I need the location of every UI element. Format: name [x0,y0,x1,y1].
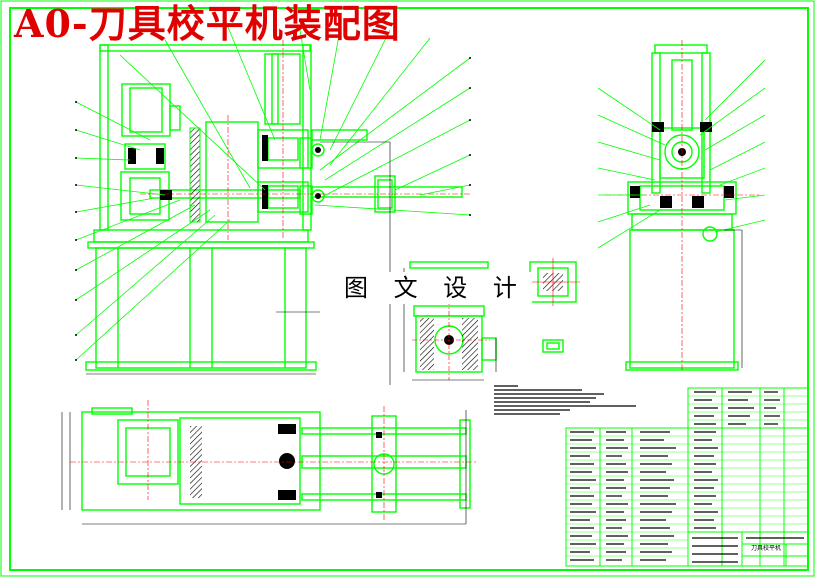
technical-notes [494,385,636,415]
title-block-name: 刀具校平机 [750,545,781,552]
watermark-text: 图 文 设 计 [338,272,532,304]
drawing-title: A0-刀具校平机装配图 [14,1,401,46]
parts-list [565,387,809,567]
top-view [61,400,478,525]
detail-views [526,258,580,353]
front-view [75,19,471,385]
section-view-d [403,261,497,381]
side-view [597,40,766,372]
